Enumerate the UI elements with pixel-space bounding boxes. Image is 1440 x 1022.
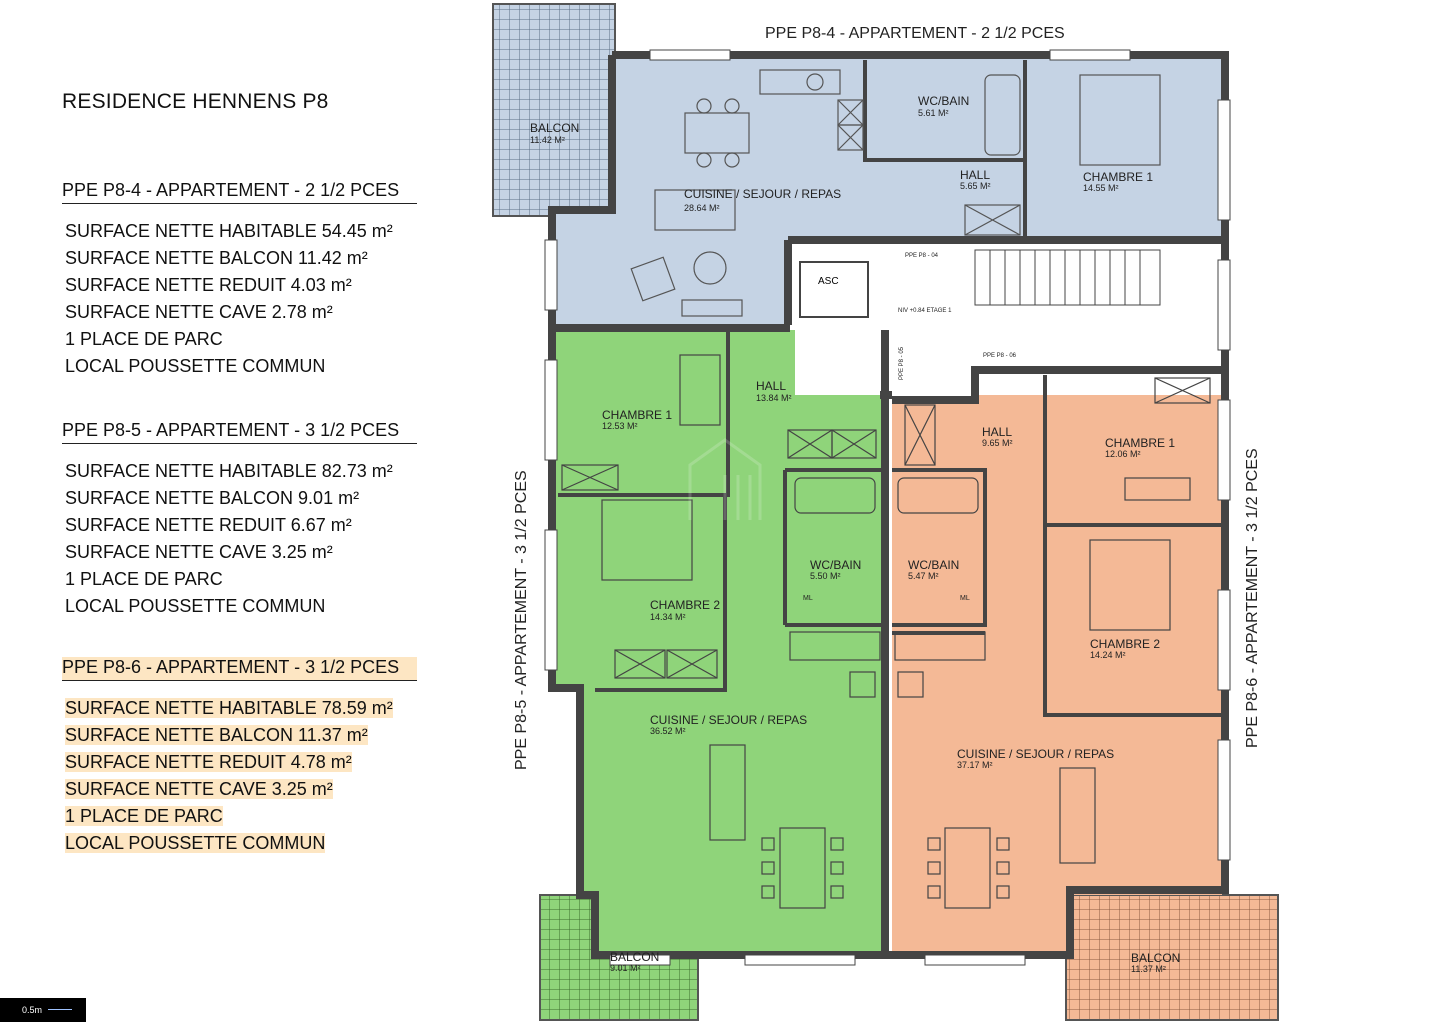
unit-line: SURFACE NETTE HABITABLE 78.59 m² [65,695,422,722]
unit-heading: PPE P8-5 - APPARTEMENT - 3 1/2 PCES [62,420,417,444]
room-name: CHAMBRE 2 [650,598,720,612]
furniture-p8-4 [630,69,1161,317]
door-label: PPE P8 - 05 [899,346,905,380]
room-name: WC/BAIN [908,558,959,572]
room-name: CHAMBRE 2 [1090,637,1160,651]
room-area: 14.55 M² [1083,183,1119,193]
unit-line-text: SURFACE NETTE BALCON 11.37 m² [65,725,368,745]
unit-line-text: 1 PLACE DE PARC [65,806,223,826]
unit-line: SURFACE NETTE BALCON 11.42 m² [65,248,368,268]
unit-p8-5-area [552,330,885,955]
plan-top-label: PPE P8-4 - APPARTEMENT - 2 1/2 PCES [765,25,1065,42]
unit-line: SURFACE NETTE BALCON 9.01 m² [65,488,360,508]
page-title: RESIDENCE HENNENS P8 [62,90,329,113]
room-name: CUISINE / SEJOUR / REPAS [650,713,807,727]
room-area: 9.65 M² [982,438,1013,448]
room-area: 14.24 M² [1090,650,1126,660]
room-name: CHAMBRE 1 [1083,170,1153,184]
room-area: 12.06 M² [1105,449,1141,459]
room-labels: PPE P8-4 - APPARTEMENT - 2 1/2 PCES PPE … [513,25,1261,974]
room-area: 5.61 M² [918,108,949,118]
room-area: 11.37 M² [1131,964,1166,974]
unit-line: 1 PLACE DE PARC [65,803,422,830]
unit-line: LOCAL POUSSETTE COMMUN [65,830,422,857]
elevator [799,261,869,318]
watermark-logo [688,438,762,520]
unit-line: 1 PLACE DE PARC [65,329,223,349]
unit-line: LOCAL POUSSETTE COMMUN [65,356,326,376]
room-name: BALCON [1131,951,1180,965]
unit-heading: PPE P8-4 - APPARTEMENT - 2 1/2 PCES [62,180,417,204]
room-name: CUISINE / SEJOUR / REPAS [957,747,1114,761]
room-area: 36.52 M² [650,726,686,736]
interior-walls [558,60,1222,717]
unit-line-text: SURFACE NETTE REDUIT 4.78 m² [65,752,352,772]
room-area: 11.42 M² [530,135,565,145]
unit-line: SURFACE NETTE CAVE 3.25 m² [65,542,333,562]
ml-label: ML [803,595,813,602]
scale-line [48,1009,72,1010]
room-name: HALL [756,379,786,393]
unit-line: SURFACE NETTE REDUIT 4.78 m² [65,749,422,776]
unit-line: SURFACE NETTE REDUIT 4.03 m² [65,275,352,295]
unit-line: SURFACE NETTE HABITABLE 82.73 m² [65,461,393,481]
room-name: BALCON [530,121,579,135]
summary-panel: RESIDENCE HENNENS P8 PPE P8-4 - APPARTEM… [0,0,480,1022]
elevator-label: ASC [818,276,839,287]
unit-line: SURFACE NETTE CAVE 2.78 m² [65,302,333,322]
unit-p8-6-area [892,368,1222,955]
unit-p8-4-summary: PPE P8-4 - APPARTEMENT - 2 1/2 PCES SURF… [62,180,422,380]
furniture-p8-5 [561,354,881,909]
room-area: 13.84 M² [756,393,792,403]
room-name: CHAMBRE 1 [1105,436,1175,450]
room-name: BALCON [610,950,659,964]
unit-line-text: SURFACE NETTE CAVE 3.25 m² [65,779,333,799]
room-area: 5.47 M² [908,571,939,581]
unit-p8-5-summary: PPE P8-5 - APPARTEMENT - 3 1/2 PCES SURF… [62,420,422,620]
plan-right-label: PPE P8-6 - APPARTEMENT - 3 1/2 PCES [1244,448,1261,748]
room-area: 12.53 M² [602,421,638,431]
unit-heading: PPE P8-6 - APPARTEMENT - 3 1/2 PCES [62,657,417,681]
ml-label: ML [960,595,970,602]
unit-line-text: SURFACE NETTE HABITABLE 78.59 m² [65,698,393,718]
scale-label: 0.5m [22,1005,43,1015]
unit-line: SURFACE NETTE BALCON 11.37 m² [65,722,422,749]
unit-line: LOCAL POUSSETTE COMMUN [65,596,326,616]
unit-line: SURFACE NETTE CAVE 3.25 m² [65,776,422,803]
room-area: 9.01 M² [610,963,641,973]
room-name: CUISINE / SEJOUR / REPAS [684,187,841,201]
unit-line: SURFACE NETTE HABITABLE 54.45 m² [65,221,393,241]
room-area: 37.17 M² [957,760,993,770]
room-area: 5.50 M² [810,571,841,581]
balcony-p8-4 [492,3,616,217]
unit-p8-4-area [552,52,1225,325]
room-area: 28.64 M² [684,203,720,213]
door-label: PPE P8 - 06 [983,353,1017,359]
unit-p8-6-summary: PPE P8-6 - APPARTEMENT - 3 1/2 PCES SURF… [62,657,422,857]
room-name: WC/BAIN [810,558,861,572]
balcony-p8-6 [1065,894,1279,1021]
room-area: 14.34 M² [650,612,686,622]
unit-line-text: LOCAL POUSSETTE COMMUN [65,833,326,853]
door-label: PPE P8 - 04 [905,253,939,259]
room-name: CHAMBRE 1 [602,408,672,422]
room-name: HALL [982,425,1012,439]
room-name: WC/BAIN [918,94,969,108]
unit-line: 1 PLACE DE PARC [65,569,223,589]
unit-line: SURFACE NETTE REDUIT 6.67 m² [65,515,352,535]
scale-bar: 0.5m [0,998,86,1022]
furniture-p8-6 [894,377,1211,909]
staircase [974,249,1161,306]
level-label: NIV +0.84 ETAGE 1 [898,308,952,314]
room-area: 5.65 M² [960,181,991,191]
room-name: HALL [960,168,990,182]
windows [544,49,1231,966]
plan-left-label: PPE P8-5 - APPARTEMENT - 3 1/2 PCES [513,470,530,770]
